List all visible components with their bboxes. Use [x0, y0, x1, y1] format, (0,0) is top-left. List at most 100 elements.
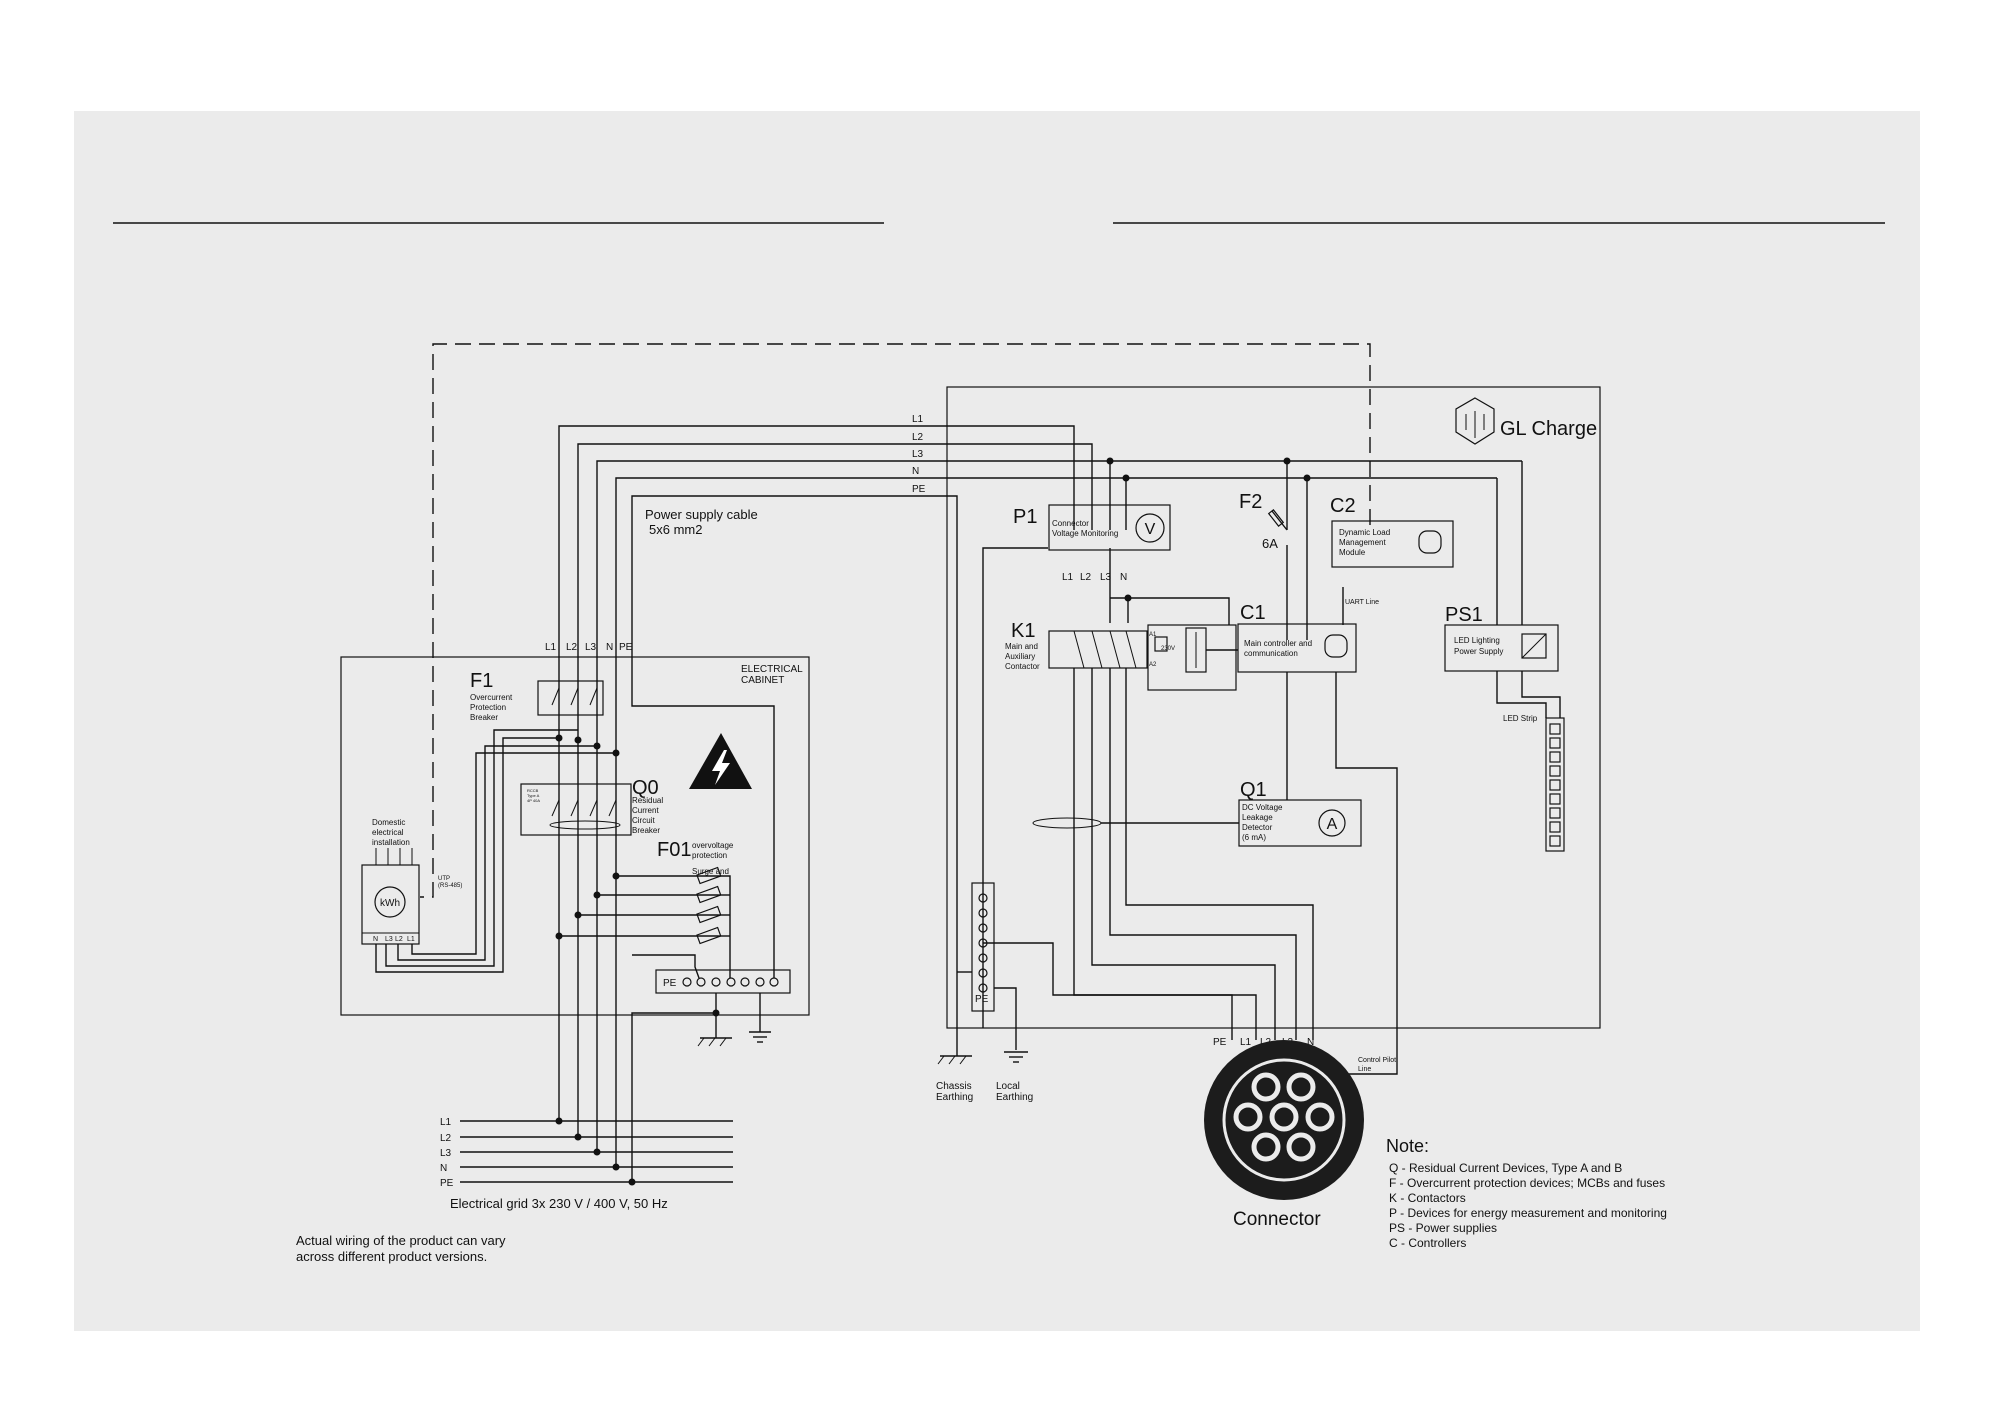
- k1-label-2: Auxiliary: [1005, 652, 1035, 661]
- q0-label-1: Residual: [632, 796, 663, 805]
- grid-label-l1: L1: [440, 1117, 452, 1128]
- gl-charge-logo-icon: [1455, 397, 1495, 445]
- c1-box: [1237, 623, 1357, 673]
- q0-tag-3: 4P 40A: [527, 798, 540, 803]
- f1-label-1: Overcurrent: [470, 693, 513, 702]
- cab-in-pe: PE: [619, 642, 633, 653]
- k1-coil-box: [1147, 624, 1237, 691]
- meter-terminal-l1: L1: [407, 936, 415, 943]
- connector-socket-icon: [1204, 1040, 1364, 1200]
- f1-label-3: Breaker: [470, 713, 498, 722]
- chassis-earth-icon: [937, 1055, 972, 1065]
- c1-id: C1: [1240, 602, 1266, 624]
- cab-in-n: N: [606, 642, 613, 653]
- chassis-label-2: Earthing: [936, 1092, 973, 1103]
- p1-id: P1: [1013, 506, 1037, 528]
- local-label-2: Earthing: [996, 1092, 1033, 1103]
- f1-box: [537, 680, 604, 716]
- brand-name: GL Charge: [1500, 418, 1597, 440]
- conn-pin-pe: PE: [1213, 1037, 1227, 1048]
- charger-pe-terminals: [978, 893, 988, 993]
- bus-label-l3: L3: [912, 449, 924, 460]
- k1-id: K1: [1011, 620, 1035, 642]
- q0-id: Q0: [632, 777, 659, 799]
- internal-wiring: [982, 460, 1523, 1028]
- control-pilot-wire: [1288, 672, 1398, 1075]
- ps1-box: [1444, 624, 1559, 672]
- utp-dashed-line: [420, 343, 1371, 898]
- grid-label-l2: L2: [440, 1133, 452, 1144]
- c2-box: [1331, 520, 1454, 568]
- charger-pe-bar: [971, 882, 995, 1012]
- led-strip-icon: [1545, 717, 1565, 852]
- cabinet-pe-terminals: [682, 977, 779, 987]
- f2-id: F2: [1239, 491, 1262, 513]
- cable-label-1: Power supply cable: [645, 507, 758, 522]
- q0-tag-2: Type A: [527, 793, 540, 798]
- local-label-1: Local: [996, 1081, 1020, 1092]
- disclaimer-1: Actual wiring of the product can vary: [296, 1233, 506, 1248]
- c1-label-1: Main controller and: [1244, 639, 1312, 648]
- q1-symbol: A: [1327, 816, 1338, 833]
- p1-symbol: V: [1145, 521, 1156, 538]
- notes-title: Note:: [1386, 1136, 1429, 1156]
- k1-a2: A2: [1149, 662, 1157, 668]
- ps1-label-2: Power Supply: [1454, 647, 1503, 656]
- charger-pe-label: PE: [975, 994, 989, 1005]
- kwh-label: kWh: [380, 898, 400, 909]
- high-voltage-warning-icon: [689, 733, 752, 789]
- cabinet-pe-label: PE: [663, 978, 677, 989]
- p1-phase-l2: L2: [1080, 572, 1092, 583]
- rcd-switch-icon: [551, 799, 617, 817]
- conn-pin-n: N: [1307, 1037, 1314, 1048]
- k1-a1: A1: [1149, 632, 1157, 638]
- c2-label-3: Module: [1339, 548, 1366, 557]
- cabinet-chassis-earth-icon: [697, 1037, 732, 1047]
- domestic-label-3: installation: [372, 838, 410, 847]
- cable-label-2: 5x6 mm2: [649, 522, 702, 537]
- voltmeter-icon: [1135, 513, 1165, 543]
- q0-label-2: Current: [632, 806, 659, 815]
- p1-label-1: Connector: [1052, 519, 1089, 528]
- k1-label-3: Contactor: [1005, 662, 1040, 671]
- domestic-meter-box: [361, 864, 420, 945]
- cab-in-l3: L3: [585, 642, 597, 653]
- coil-icon: [1154, 636, 1168, 652]
- p1-label-2: Voltage Monitoring: [1052, 529, 1118, 538]
- cabinet-title-2: CABINET: [741, 675, 784, 686]
- domestic-label-2: electrical: [372, 828, 404, 837]
- meter-terminal-l2: L2: [395, 936, 403, 943]
- k1-box: [1048, 630, 1148, 669]
- breaker-switch-icon: [551, 687, 598, 706]
- f01-label-3: protection: [692, 851, 727, 860]
- ps1-label-1: LED Lighting: [1454, 636, 1500, 645]
- note-item: Q - Residual Current Devices, Type A and…: [1389, 1161, 1622, 1175]
- domestic-label-1: Domestic: [372, 818, 405, 827]
- note-item: F - Overcurrent protection devices; MCBs…: [1389, 1176, 1665, 1190]
- led-strip-cells: [1549, 723, 1561, 847]
- surge-protectors: [559, 866, 731, 979]
- q1-id: Q1: [1240, 779, 1267, 801]
- cab-in-l1: L1: [545, 642, 557, 653]
- note-item: C - Controllers: [1389, 1236, 1466, 1250]
- f2-rating: 6A: [1262, 536, 1278, 551]
- conn-pin-l1: L1: [1240, 1037, 1252, 1048]
- q1-label-3: Detector: [1242, 823, 1273, 832]
- k1-label-1: Main and: [1005, 642, 1038, 651]
- f01-label-2: overvoltage: [692, 841, 734, 850]
- cabinet-pe-bar: [655, 969, 791, 994]
- rcd-core-icon: [549, 820, 621, 830]
- charger-enclosure: [946, 386, 1601, 1029]
- module-icon: [1418, 530, 1442, 554]
- ps1-id: PS1: [1445, 604, 1483, 626]
- c2-label-1: Dynamic Load: [1339, 528, 1390, 537]
- top-bus: [558, 425, 1127, 1028]
- cabinet-title-1: ELECTRICAL: [741, 664, 803, 675]
- f01-id: F01: [657, 839, 691, 861]
- q0-tag-1: RCCB: [527, 788, 539, 793]
- utp-label-1: UTP: [438, 876, 450, 882]
- q1-label-4: (6 mA): [1242, 833, 1266, 842]
- contactor-switch-icon: [1073, 630, 1137, 669]
- controller-icon: [1324, 634, 1348, 658]
- grid-label-pe: PE: [440, 1178, 454, 1189]
